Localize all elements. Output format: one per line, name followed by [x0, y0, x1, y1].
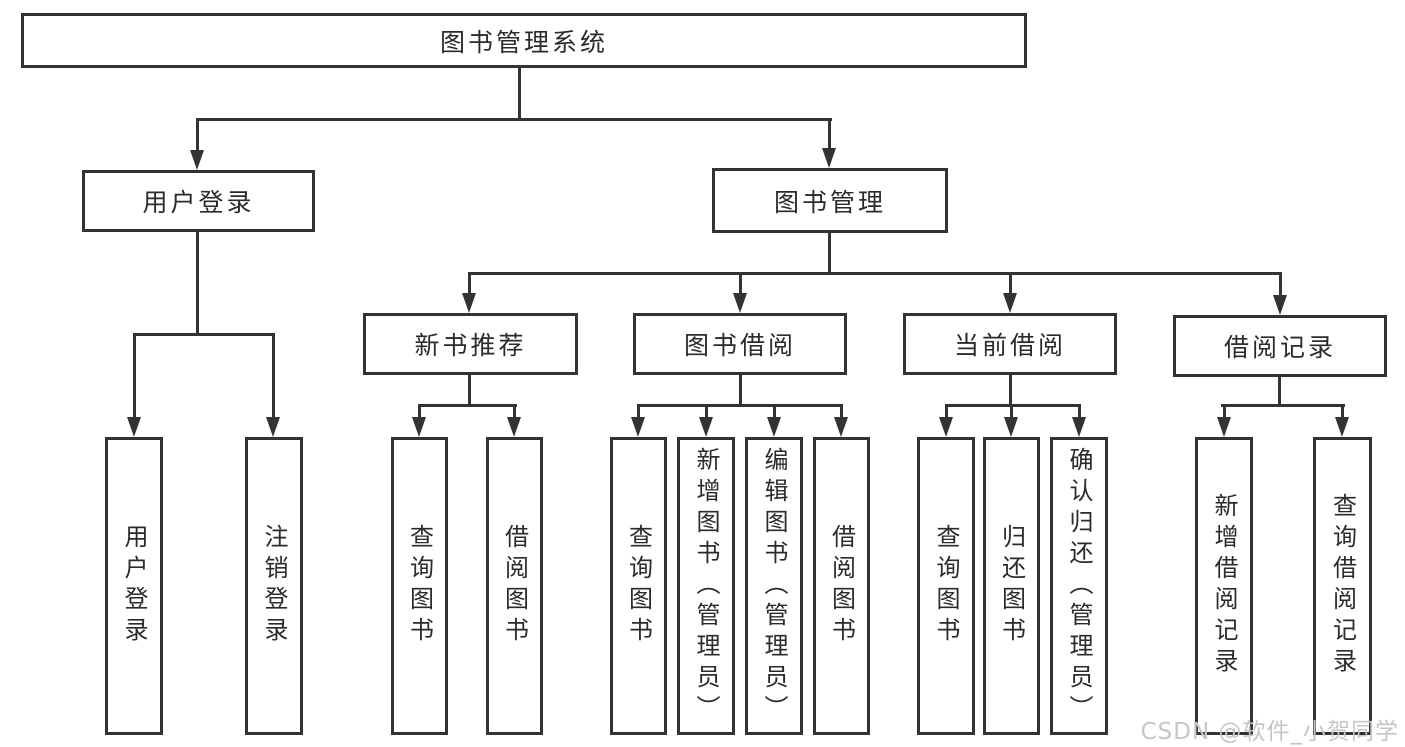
node-label: 新增借阅记录: [1210, 493, 1238, 679]
connector-line: [468, 375, 471, 406]
connector-line: [196, 118, 199, 154]
node-label: 查询图书: [932, 524, 960, 648]
leaf-borrow-book-2: 借阅图书: [813, 437, 870, 735]
arrow-down-icon: [1003, 293, 1017, 313]
leaf-query-book-1: 查询图书: [391, 437, 448, 735]
arrow-down-icon: [1004, 417, 1018, 437]
connector-line: [133, 333, 136, 421]
arrow-down-icon: [767, 417, 781, 437]
leaf-logout: 注销登录: [245, 437, 303, 735]
connector-line: [1009, 272, 1012, 297]
arrow-down-icon: [1273, 295, 1287, 315]
arrow-down-icon: [822, 148, 836, 168]
arrow-down-icon: [127, 417, 141, 437]
connector-line: [828, 233, 831, 274]
arrow-down-icon: [1335, 417, 1349, 437]
node-label: 图书管理系统: [439, 27, 608, 57]
arrow-down-icon: [1072, 417, 1086, 437]
arrow-down-icon: [939, 417, 953, 437]
arrow-down-icon: [631, 417, 645, 437]
node-label: 查询借阅记录: [1328, 493, 1357, 679]
arrow-down-icon: [834, 417, 848, 437]
connector-line: [468, 272, 471, 297]
node-label: 新书推荐: [414, 331, 527, 360]
connector-line: [1279, 272, 1282, 299]
connector-line: [1223, 404, 1226, 421]
node-label: 查询图书: [405, 524, 434, 648]
connector-line: [1009, 375, 1012, 406]
connector-line: [1221, 404, 1345, 407]
node-label: 归还图书: [997, 524, 1026, 648]
node-current-borrow: 当前借阅: [903, 313, 1117, 375]
node-book-management-system: 图书管理系统: [21, 13, 1027, 68]
node-new-book-recommend: 新书推荐: [363, 313, 578, 375]
leaf-query-borrow-record: 查询借阅记录: [1313, 437, 1372, 735]
csdn-watermark: CSDN @软件_小贺同学: [1140, 719, 1399, 745]
node-book-borrow: 图书借阅: [633, 313, 847, 375]
node-borrow-records: 借阅记录: [1173, 315, 1387, 377]
arrow-down-icon: [190, 150, 204, 170]
connector-line: [773, 404, 776, 421]
node-label: 借阅图书: [827, 524, 856, 648]
leaf-user-login: 用户登录: [105, 437, 163, 735]
connector-line: [945, 404, 1081, 407]
connector-line: [518, 68, 521, 120]
connector-line: [468, 272, 1282, 275]
leaf-borrow-book-1: 借阅图书: [486, 437, 543, 735]
leaf-query-book-3: 查询图书: [917, 437, 975, 735]
node-label: 确认归还（管理员）: [1065, 446, 1093, 726]
leaf-edit-book-admin: 编辑图书（管理员）: [745, 437, 803, 735]
connector-line: [196, 118, 832, 121]
connector-line: [945, 404, 948, 421]
connector-line: [637, 404, 843, 407]
connector-line: [828, 118, 831, 152]
connector-line: [196, 232, 199, 335]
leaf-confirm-return-admin: 确认归还（管理员）: [1050, 437, 1108, 735]
node-label: 注销登录: [260, 524, 288, 648]
connector-line: [739, 272, 742, 297]
node-label: 图书管理: [773, 187, 886, 217]
node-label: 编辑图书（管理员）: [760, 446, 788, 726]
arrow-down-icon: [507, 417, 521, 437]
node-label: 当前借阅: [953, 331, 1066, 360]
arrow-down-icon: [699, 417, 713, 437]
node-label: 用户登录: [120, 524, 148, 648]
arrow-down-icon: [1217, 417, 1231, 437]
connector-line: [1010, 404, 1013, 421]
leaf-return-book: 归还图书: [983, 437, 1040, 735]
connector-line: [133, 333, 275, 336]
node-label: 借阅记录: [1223, 333, 1336, 362]
connector-line: [418, 404, 421, 421]
connector-line: [840, 404, 843, 421]
connector-line: [1078, 404, 1081, 421]
arrow-down-icon: [412, 417, 426, 437]
node-label: 图书借阅: [683, 331, 796, 360]
arrow-down-icon: [266, 417, 280, 437]
leaf-add-book-admin: 新增图书（管理员）: [677, 437, 735, 735]
node-book-management: 图书管理: [712, 168, 948, 233]
connector-line: [418, 404, 517, 407]
leaf-add-borrow-record: 新增借阅记录: [1195, 437, 1253, 735]
connector-line: [1341, 404, 1344, 421]
connector-line: [705, 404, 708, 421]
connector-line: [739, 375, 742, 406]
connector-line: [637, 404, 640, 421]
node-label: 借阅图书: [500, 524, 529, 648]
connector-line: [272, 333, 275, 421]
node-label: 新增图书（管理员）: [692, 446, 720, 726]
leaf-query-book-2: 查询图书: [610, 437, 667, 735]
arrow-down-icon: [733, 293, 747, 313]
arrow-down-icon: [462, 293, 476, 313]
node-user-login: 用户登录: [82, 170, 315, 232]
connector-line: [1278, 377, 1281, 406]
node-label: 用户登录: [142, 188, 255, 217]
connector-line: [513, 404, 516, 421]
node-label: 查询图书: [624, 524, 653, 648]
